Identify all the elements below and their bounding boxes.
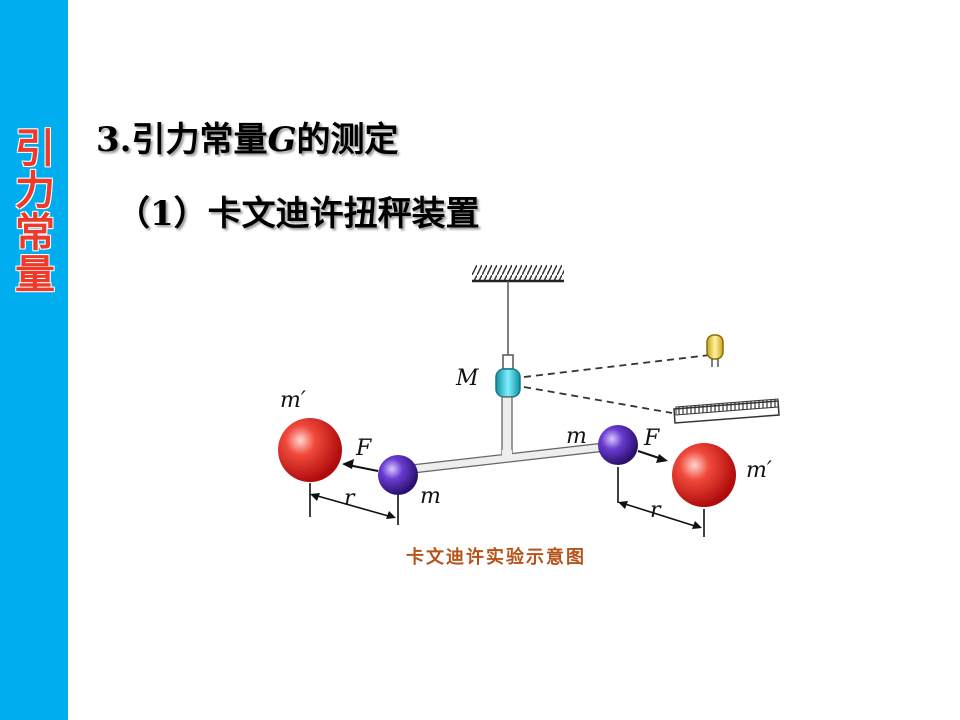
force-arrow-right bbox=[637, 450, 668, 463]
fiber-clamp bbox=[502, 354, 514, 370]
label-distance-right: r bbox=[650, 498, 662, 523]
light-ray-incident bbox=[523, 354, 711, 378]
heading-symbol: G bbox=[267, 120, 297, 160]
light-ray-reflected bbox=[523, 386, 673, 414]
diagram-caption: 卡文迪许实验示意图 bbox=[406, 546, 586, 568]
force-arrow-left bbox=[342, 459, 379, 472]
subheading: （1）卡文迪许扭秤装置 bbox=[116, 194, 480, 234]
distance-marker-right bbox=[617, 467, 705, 537]
distance-marker-left bbox=[309, 483, 399, 525]
label-mirror: M bbox=[455, 366, 479, 391]
label-small-mass-right: m bbox=[566, 424, 587, 449]
section-heading: 3.引力常量G的测定 bbox=[96, 112, 399, 161]
heading-pre: 引力常量 bbox=[131, 120, 268, 160]
sidebar-title: 引力常量 bbox=[15, 126, 55, 298]
label-big-mass-left: m′ bbox=[280, 388, 306, 413]
ceiling-support bbox=[472, 265, 564, 283]
diagram-svg: M m′ m F bbox=[278, 265, 780, 568]
label-force-left: F bbox=[355, 436, 372, 461]
cavendish-diagram: M m′ m F bbox=[262, 255, 802, 585]
label-big-mass-right: m′ bbox=[746, 458, 772, 483]
heading-post: 的测定 bbox=[296, 120, 399, 160]
big-mass-left bbox=[278, 418, 342, 482]
sidebar: 引力常量 bbox=[0, 0, 68, 720]
lamp-icon bbox=[706, 334, 724, 367]
big-mass-right bbox=[672, 443, 736, 507]
mirror bbox=[495, 368, 521, 398]
reading-scale bbox=[673, 398, 780, 424]
label-small-mass-left: m bbox=[420, 484, 441, 509]
vertical-rod bbox=[501, 396, 513, 456]
small-mass-right bbox=[598, 425, 638, 465]
label-force-right: F bbox=[643, 426, 660, 451]
small-mass-left bbox=[378, 455, 418, 495]
heading-number: 3. bbox=[96, 120, 132, 160]
label-distance-left: r bbox=[344, 486, 356, 511]
